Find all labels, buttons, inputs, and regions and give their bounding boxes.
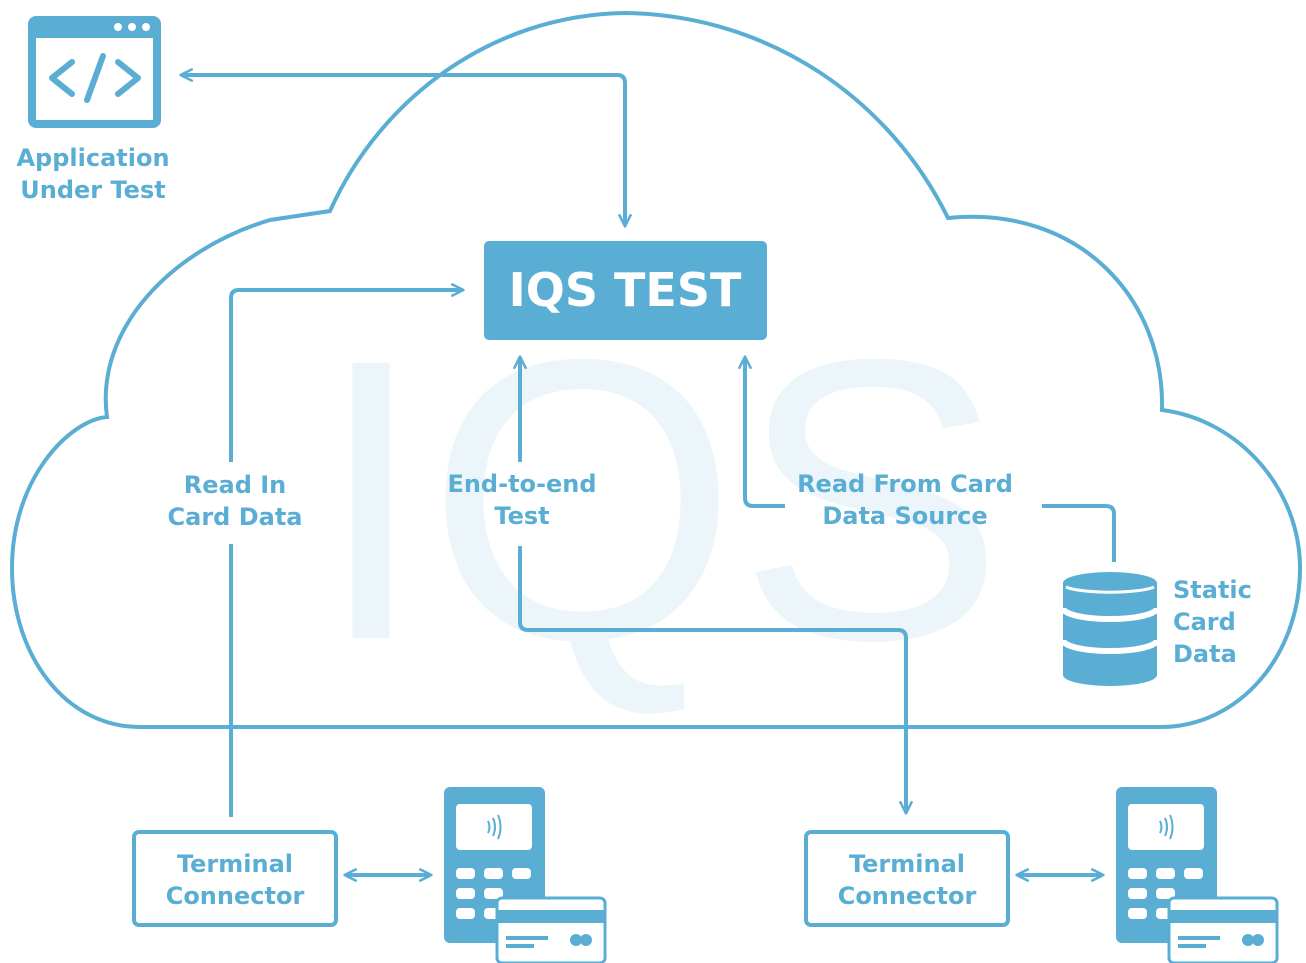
end-to-end-arrow-down <box>518 546 913 815</box>
read-in-arrow <box>229 290 462 817</box>
terminal-connector-2-line1: Terminal <box>849 850 965 878</box>
cloud-outline <box>9 10 1303 729</box>
app-link-arrow <box>179 68 632 228</box>
terminal-connector-2-line2: Connector <box>838 882 977 910</box>
read-in-line1: Read In <box>184 471 287 499</box>
static-data-line1: Static <box>1173 576 1252 604</box>
static-data-line2: Card <box>1173 608 1236 636</box>
iqs-test-box <box>484 241 767 340</box>
terminal-connector-2-box <box>804 830 1010 927</box>
end-to-end-line2: Test <box>494 502 549 530</box>
static-data-link <box>1042 504 1116 562</box>
read-from-arrow <box>738 355 785 508</box>
terminal-connector-1-line1: Terminal <box>177 850 293 878</box>
database-icon <box>1060 572 1160 686</box>
read-from-line2: Data Source <box>822 502 987 530</box>
iqs-test-label: IQS TEST <box>509 263 742 317</box>
payment-terminal-icon <box>1116 787 1279 963</box>
iqs-watermark: IQS <box>315 276 1004 723</box>
read-in-line2: Card Data <box>168 503 303 531</box>
code-window-icon <box>28 16 161 128</box>
terminal-connector-1-line2: Connector <box>166 882 305 910</box>
app-label-line1: Application <box>16 144 169 172</box>
static-data-line3: Data <box>1173 640 1237 668</box>
payment-terminal-icon <box>444 787 607 963</box>
end-to-end-line1: End-to-end <box>447 470 596 498</box>
read-from-line1: Read From Card <box>797 470 1013 498</box>
terminal-connector-1-box <box>132 830 338 927</box>
app-label-line2: Under Test <box>20 176 165 204</box>
